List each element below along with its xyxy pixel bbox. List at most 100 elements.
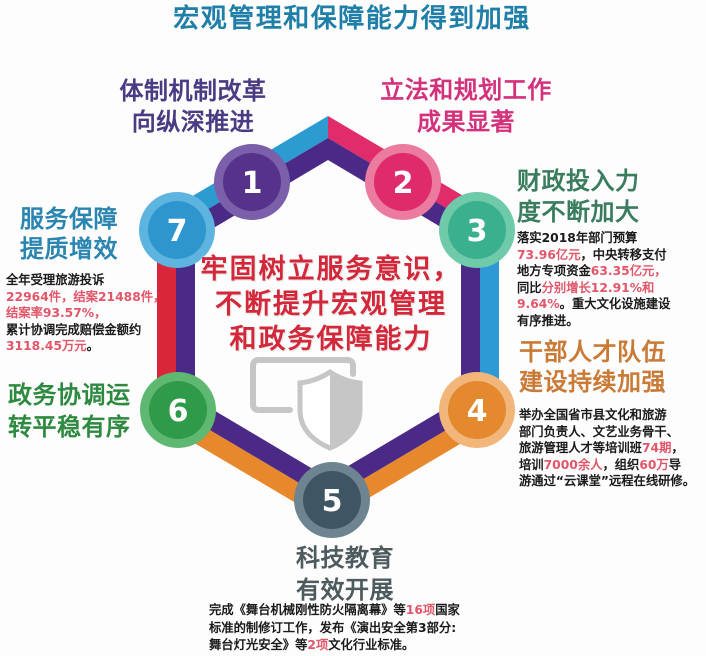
detail-text: ，中央转移支付	[580, 247, 667, 262]
heading-item-5: 科技教育 有效开展	[245, 542, 445, 606]
heading-line: 体制机制改革	[119, 77, 267, 105]
detail-highlight: 7000余人	[543, 457, 603, 472]
step-number: 5	[322, 484, 343, 519]
detail-text: 同比	[517, 280, 542, 295]
heading-line: 转平稳有序	[8, 413, 131, 441]
detail-text: 。重大文化设施建设	[559, 297, 671, 311]
detail-line: 举办全国省市县文化和旅游	[519, 407, 695, 424]
shield-laptop-icon	[250, 357, 363, 451]
details-item-4: 举办全国省市县文化和旅游部门负责人、文艺业务骨干、旅游管理人才等培训班74期，培…	[519, 407, 695, 490]
detail-line: 73.96亿元，中央转移支付	[517, 247, 670, 264]
page-title: 宏观管理和保障能力得到加强	[173, 4, 531, 34]
detail-highlight: 分别增长12.91%和	[541, 280, 655, 295]
step-number: 1	[242, 166, 263, 201]
detail-text: 。	[86, 339, 99, 353]
detail-text: 标准的制修订工作，发布《演出安全第3部分:	[209, 620, 457, 635]
heading-line: 服务保障	[20, 205, 118, 233]
circle-fill	[448, 381, 506, 439]
heading-line: 建设持续加强	[519, 368, 666, 396]
detail-text: 举办全国省市县文化和旅游	[519, 408, 667, 422]
detail-text: ，	[671, 441, 684, 455]
details-item-3: 落实2018年部门预算 73.96亿元，中央转移支付地方专项资金63.35亿元，同…	[517, 230, 670, 329]
center-message-line: 牢固树立服务意识，	[200, 254, 462, 285]
step-number: 4	[467, 394, 488, 429]
detail-highlight: 60万	[639, 457, 669, 472]
heading-line: 科技教育	[296, 544, 394, 572]
detail-line: 游通过“云课堂”远程在线研修。	[519, 473, 695, 490]
step-number: 3	[467, 214, 488, 249]
circle-fill	[148, 201, 206, 259]
detail-text: 游通过“云课堂”远程在线研修。	[519, 474, 696, 488]
heading-item-7: 服务保障 提质增效	[20, 204, 118, 264]
detail-highlight: 3118.45万元	[6, 339, 87, 353]
step-circle-6: 6	[140, 372, 216, 448]
circle-fill	[223, 153, 281, 211]
detail-highlight: 结案率93.57%，	[6, 306, 107, 320]
detail-text: 导	[668, 457, 682, 472]
step-circle-2: 2	[365, 144, 441, 220]
circle-fill	[448, 201, 506, 259]
detail-highlight: 74期	[641, 441, 672, 455]
detail-highlight: 73.96亿元	[517, 247, 581, 262]
detail-text: ，组织	[602, 457, 640, 472]
heading-item-3: 财政投入力 度不断加大	[517, 166, 640, 228]
step-circle-5: 5	[294, 462, 370, 538]
detail-text: 累计协调完成赔偿金额约	[6, 322, 142, 337]
step-number: 6	[168, 394, 189, 429]
heading-line: 干部人才队伍	[519, 338, 666, 366]
heading-item-6: 政务协调运 转平稳有序	[8, 379, 131, 443]
detail-line: 地方专项资金63.35亿元，	[517, 263, 670, 280]
detail-line: 结案率93.57%，	[6, 305, 165, 322]
detail-line: 9.64%。重大文化设施建设	[517, 296, 670, 313]
detail-line: 舞台灯光安全》等2项文化行业标准。	[209, 637, 460, 655]
step-circle-7: 7	[139, 192, 215, 268]
detail-text: 有序推进。	[517, 313, 579, 328]
detail-text: 文化行业标准。	[328, 638, 415, 652]
center-message-line: 不断提升宏观管理	[215, 289, 447, 320]
detail-line: 全年受理旅游投诉	[6, 272, 165, 289]
step-circle-4: 4	[439, 372, 515, 448]
detail-text: 旅游管理人才等培训班	[519, 441, 642, 455]
center-message-line: 和政务保障能力	[229, 324, 433, 355]
detail-text: 全年受理旅游投诉	[6, 273, 105, 287]
detail-highlight: 22964件，结案21488件，	[6, 289, 166, 304]
step-circle-1: 1	[214, 144, 290, 220]
detail-text: 培训	[519, 457, 544, 472]
heading-line: 成果显著	[417, 108, 515, 136]
detail-text: 国家	[435, 603, 460, 617]
detail-line: 标准的制修订工作，发布《演出安全第3部分:	[209, 620, 460, 638]
detail-line: 部门负责人、文艺业务骨干、	[519, 424, 695, 441]
detail-text: 完成《舞台机械刚性防火隔离幕》等	[209, 603, 406, 617]
heading-line: 政务协调运	[8, 381, 131, 409]
detail-line: 同比分别增长12.91%和	[517, 280, 670, 297]
heading-item-1: 体制机制改革 向纵深推进	[93, 76, 293, 138]
circle-fill	[149, 381, 207, 439]
detail-highlight: 16项	[405, 603, 436, 617]
detail-line: 完成《舞台机械刚性防火隔离幕》等16项国家	[209, 602, 460, 620]
step-number: 2	[393, 166, 414, 201]
heading-line: 有效开展	[296, 576, 394, 604]
heading-line: 立法和规划工作	[380, 76, 552, 104]
heading-item-2: 立法和规划工作 成果显著	[366, 74, 566, 138]
detail-line: 累计协调完成赔偿金额约	[6, 322, 165, 339]
detail-line: 22964件，结案21488件，	[6, 289, 165, 306]
heading-line: 财政投入力	[517, 167, 640, 195]
details-item-7: 全年受理旅游投诉 22964件，结案21488件， 结案率93.57%， 累计协调完成…	[6, 272, 165, 355]
shield-half-fill-icon	[330, 372, 360, 448]
detail-line: 落实2018年部门预算	[517, 230, 670, 247]
ring-segment-left	[157, 217, 176, 421]
detail-line: 3118.45万元。	[6, 338, 165, 355]
circle-fill	[303, 471, 361, 529]
detail-text: 部门负责人、文艺业务骨干、	[519, 424, 679, 439]
heading-line: 向纵深推进	[131, 108, 255, 136]
step-number: 7	[167, 214, 188, 249]
detail-highlight: 9.64%	[517, 297, 560, 311]
center-message: 牢固树立服务意识， 不断提升宏观管理 和政务保障能力	[171, 252, 491, 357]
heading-line: 度不断加大	[517, 198, 640, 226]
detail-line: 旅游管理人才等培训班74期，	[519, 440, 695, 457]
detail-text: 落实2018年部门预算	[517, 231, 638, 245]
detail-highlight: 2项	[307, 638, 329, 652]
circle-fill	[374, 153, 432, 211]
